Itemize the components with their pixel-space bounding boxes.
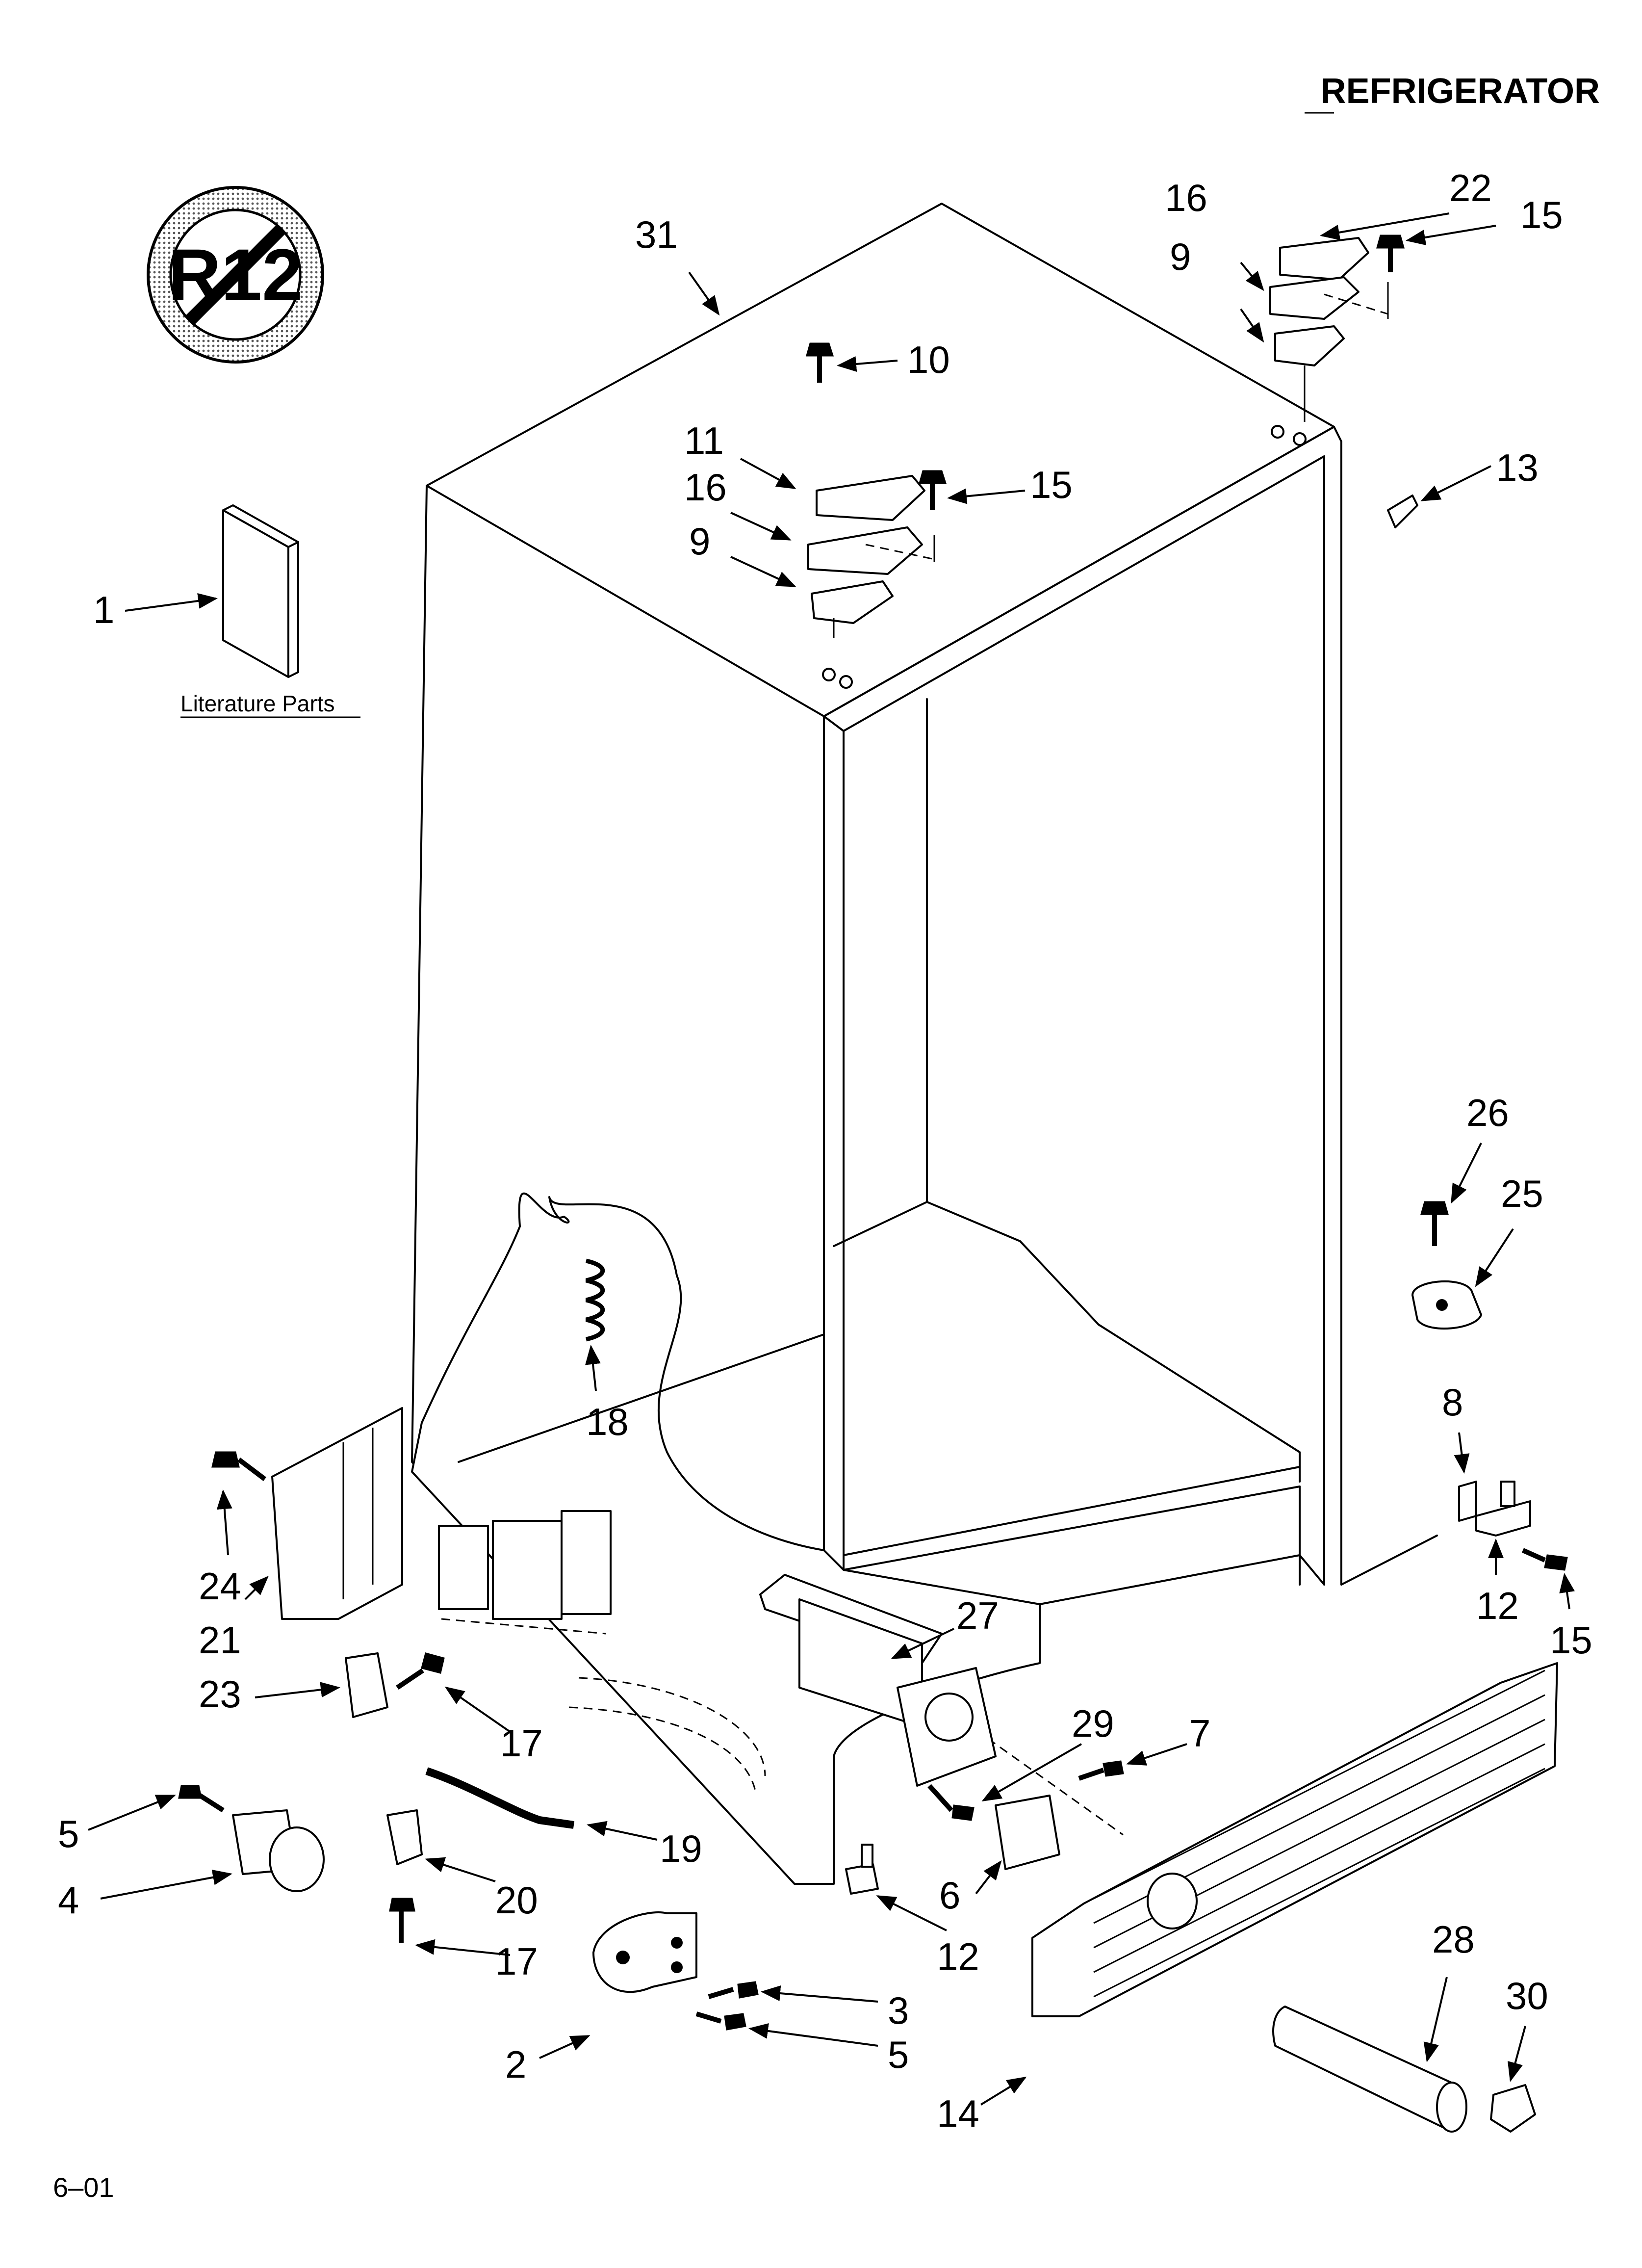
hinge-pin-12-right <box>1475 1481 1531 1537</box>
screw-7 <box>1078 1760 1124 1781</box>
callout-26: 26 <box>1466 1091 1509 1134</box>
tube-19 <box>425 1767 575 1829</box>
callout-9-center: 9 <box>689 520 710 563</box>
callout-12-right: 12 <box>1476 1584 1519 1627</box>
clamp-20 <box>386 1809 423 1865</box>
water-filter-28 <box>1272 2006 1467 2133</box>
drain-tube <box>585 1258 605 1342</box>
callout-17-upper: 17 <box>500 1721 543 1765</box>
callout-21: 21 <box>199 1618 241 1662</box>
callout-17-lower: 17 <box>495 1940 538 1983</box>
callout-22: 22 <box>1449 166 1492 209</box>
filter-cap-30 <box>1490 2084 1536 2133</box>
callout-9-top: 9 <box>1170 235 1191 278</box>
section-title: REFRIGERATOR <box>1321 72 1600 111</box>
callout-5-left: 5 <box>58 1812 79 1855</box>
screw-17-lower <box>389 1898 415 1943</box>
screw-29 <box>927 1784 975 1821</box>
callout-30: 30 <box>1506 1974 1548 2017</box>
callout-29: 29 <box>1072 1702 1114 1745</box>
cam-25 <box>1411 1280 1482 1330</box>
callout-leaders <box>88 212 1575 2106</box>
page-code: 6–01 <box>53 2172 114 2203</box>
callout-labels: 1 31 10 11 16 9 15 16 9 22 15 13 26 25 8… <box>58 166 1592 2135</box>
literature-parts-booklet <box>222 504 299 678</box>
foot-12-lower <box>845 1844 879 1895</box>
callout-20: 20 <box>495 1878 538 1922</box>
screw-10 <box>806 342 834 383</box>
screw-15-center <box>919 470 947 510</box>
screw-15-top <box>1376 235 1405 272</box>
callout-1: 1 <box>93 588 114 631</box>
top-hinge-right <box>1269 237 1389 446</box>
roller-4 <box>232 1809 325 1892</box>
callout-24: 24 <box>199 1564 241 1608</box>
cabinet-cutaway <box>411 1192 1041 1885</box>
callout-28: 28 <box>1432 1918 1475 1961</box>
callout-5-lower: 5 <box>888 2033 909 2076</box>
clip-23 <box>345 1652 388 1718</box>
callout-16-top: 16 <box>1165 176 1207 219</box>
callout-6: 6 <box>939 1874 960 1917</box>
callout-4: 4 <box>58 1878 79 1922</box>
screw-17-upper <box>396 1652 445 1690</box>
screw-3 <box>708 1981 759 1999</box>
screw-5-lower <box>695 2011 746 2031</box>
callout-19: 19 <box>660 1827 702 1870</box>
base-grille-14 <box>1031 1662 1558 2017</box>
cabinet <box>411 203 1438 1885</box>
bracket-8 <box>1458 1481 1477 1522</box>
literature-parts-caption: Literature Parts <box>180 691 334 716</box>
callout-10: 10 <box>907 338 950 381</box>
callout-11: 11 <box>684 419 724 462</box>
screw-24 <box>211 1451 267 1481</box>
callout-14: 14 <box>937 2092 979 2135</box>
no-r12-icon: R12 <box>147 186 324 364</box>
callout-3: 3 <box>888 1989 909 2032</box>
callout-18: 18 <box>586 1400 629 1443</box>
callout-15-top: 15 <box>1520 193 1563 236</box>
callout-2: 2 <box>505 2043 526 2086</box>
callout-13: 13 <box>1496 446 1539 489</box>
callout-23: 23 <box>199 1672 241 1716</box>
hinge-2 <box>592 1911 697 1993</box>
callout-25: 25 <box>1501 1172 1543 1215</box>
screw-5-left <box>178 1785 225 1813</box>
filter-housing-27 <box>759 1574 997 1787</box>
callout-8: 8 <box>1442 1381 1463 1424</box>
callout-16-center: 16 <box>684 466 727 509</box>
callout-12-lower: 12 <box>937 1935 979 1978</box>
callout-15-right: 15 <box>1550 1618 1592 1662</box>
callout-7: 7 <box>1189 1712 1210 1755</box>
access-panel-21 <box>271 1407 403 1620</box>
screw-15-right <box>1521 1548 1568 1571</box>
callout-27: 27 <box>956 1594 999 1637</box>
callout-31: 31 <box>635 213 678 256</box>
callout-15-center: 15 <box>1030 463 1073 506</box>
top-hinge-center <box>807 475 935 689</box>
screw-26 <box>1420 1201 1449 1246</box>
door-stop-13 <box>1387 495 1418 528</box>
leveler-6 <box>995 1795 1060 1870</box>
